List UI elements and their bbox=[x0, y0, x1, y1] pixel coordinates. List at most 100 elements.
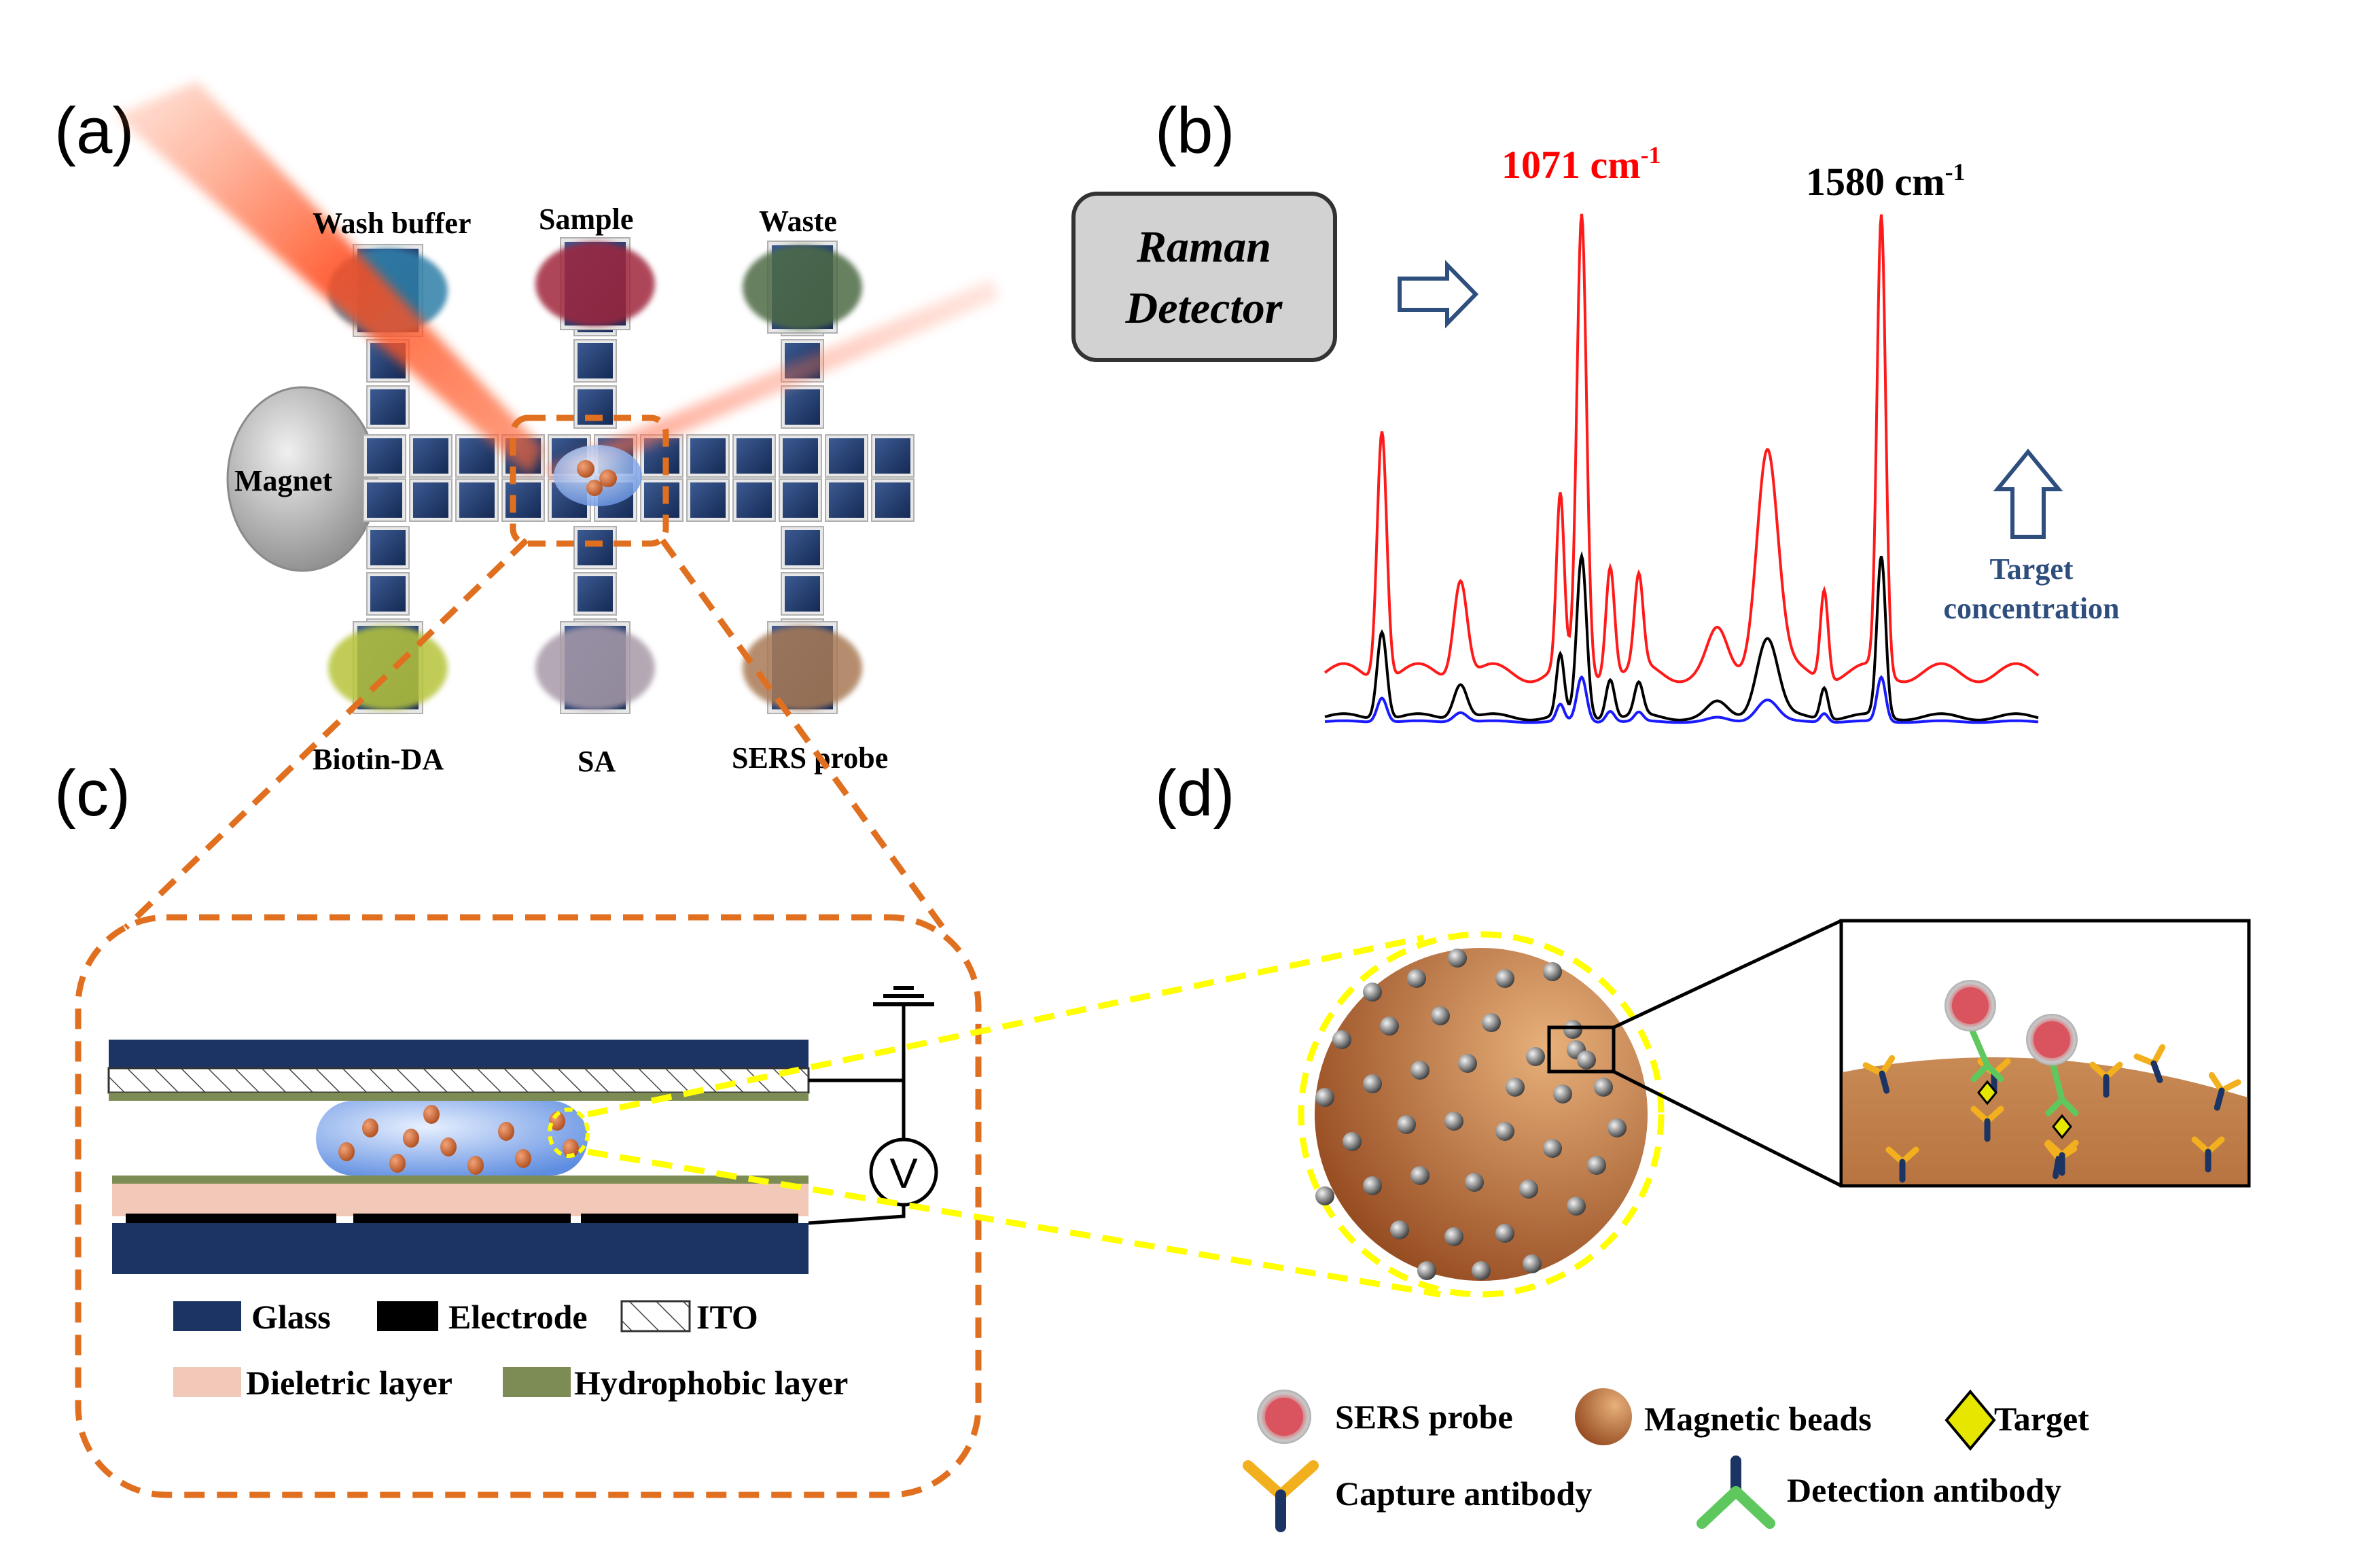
electrode-pad bbox=[409, 478, 452, 522]
legend-ito: ITO bbox=[696, 1298, 758, 1336]
dielectric-layer bbox=[112, 1184, 809, 1216]
gold-nanoparticle bbox=[1417, 1261, 1436, 1280]
droplet-bead bbox=[467, 1156, 484, 1175]
concentration-label-line2: concentration bbox=[1943, 592, 2119, 625]
gold-nanoparticle bbox=[1472, 1261, 1491, 1280]
capture-antibody bbox=[2133, 1044, 2166, 1083]
electrode-pad bbox=[640, 478, 683, 522]
reservoir-sample bbox=[535, 237, 655, 330]
cross-section: V bbox=[107, 986, 938, 1274]
electrode-pad bbox=[686, 478, 730, 522]
zoom-line-right bbox=[660, 538, 951, 936]
capture-antibody bbox=[2191, 1136, 2225, 1173]
capture-antibody-icon bbox=[1243, 1460, 1319, 1532]
bead-zoom-line-top bbox=[587, 934, 1424, 1118]
electrode-pad bbox=[871, 478, 914, 522]
droplet-bead bbox=[403, 1129, 419, 1148]
spectrum-high-concentration bbox=[1324, 213, 2040, 684]
gold-nanoparticle bbox=[1444, 1112, 1463, 1131]
raman-detector: Raman Detector bbox=[1071, 192, 1337, 362]
capture-antibody bbox=[1862, 1055, 1896, 1094]
electrode-pad bbox=[366, 385, 410, 429]
gold-nanoparticle bbox=[1543, 1139, 1562, 1158]
dmf-chip: Magnet bbox=[116, 82, 999, 714]
ground-symbol bbox=[873, 986, 934, 1006]
gold-nanoparticle bbox=[1506, 1078, 1525, 1097]
gold-nanoparticle bbox=[1315, 1186, 1334, 1205]
target-icon bbox=[1944, 1389, 1996, 1451]
legend-sers-probe: SERS probe bbox=[1335, 1398, 1513, 1436]
target-molecule bbox=[1977, 1080, 1997, 1106]
capture-antibody bbox=[2208, 1072, 2241, 1111]
bead-surface bbox=[1843, 1057, 2248, 1184]
droplet-bead bbox=[440, 1137, 457, 1156]
inset-antibodies bbox=[1862, 980, 2241, 1183]
concentration-label-line1: Target bbox=[1989, 552, 2073, 586]
bottom-glass bbox=[112, 1223, 809, 1274]
gold-nanoparticle bbox=[1380, 1017, 1399, 1036]
electrode-pad bbox=[363, 434, 406, 478]
gold-nanoparticle bbox=[1495, 1122, 1514, 1141]
gold-nanoparticle bbox=[1407, 969, 1426, 988]
capture-antibody bbox=[1885, 1146, 1919, 1183]
zoom-line-left bbox=[123, 537, 529, 930]
raman-spectra bbox=[1324, 213, 2040, 724]
electrode-pad bbox=[781, 385, 824, 429]
bottom-hydrophobic bbox=[112, 1176, 809, 1184]
gold-nanoparticle bbox=[1363, 1074, 1382, 1093]
electrode-pad bbox=[363, 478, 406, 522]
droplet-bead bbox=[563, 1139, 579, 1158]
gold-nanoparticle bbox=[1465, 1173, 1484, 1192]
droplet-bead bbox=[423, 1105, 440, 1124]
electrode-pad bbox=[779, 478, 822, 522]
voltmeter-label: V bbox=[889, 1150, 918, 1197]
capture-antibody bbox=[2089, 1061, 2123, 1098]
electrode-pad bbox=[732, 478, 776, 522]
electrode-pad bbox=[781, 526, 824, 569]
laser-beam-incident bbox=[116, 82, 544, 476]
sers-probe bbox=[1944, 980, 1996, 1031]
cross-section-legend: Glass Electrode ITO Dieletric layer Hydr… bbox=[173, 1298, 848, 1402]
electrode-pad bbox=[573, 526, 617, 569]
detector-line2: Detector bbox=[1125, 283, 1283, 333]
legend-detection-antibody: Detection antibody bbox=[1787, 1471, 2061, 1509]
electrode-pad bbox=[501, 478, 545, 522]
bead-halo bbox=[1298, 931, 1665, 1298]
bead-zoom-box bbox=[1547, 1025, 1616, 1074]
gold-nanoparticle bbox=[1567, 1197, 1586, 1216]
zoom-box bbox=[510, 414, 669, 547]
legend-swatch-glass bbox=[173, 1301, 241, 1331]
electrode-pad bbox=[732, 434, 776, 478]
target-molecule bbox=[2052, 1114, 2072, 1140]
droplet-bead bbox=[389, 1154, 406, 1173]
gold-nanoparticle bbox=[1519, 1180, 1538, 1199]
gold-nanoparticle bbox=[1410, 1061, 1429, 1080]
top-hydrophobic bbox=[109, 1093, 809, 1101]
bead-nanoparticles bbox=[1315, 949, 1627, 1280]
detector-line1: Raman bbox=[1136, 222, 1271, 272]
legend-hydrophobic: Hydrophobic layer bbox=[574, 1364, 848, 1402]
droplet-bead bbox=[515, 1149, 531, 1168]
electrode-pad bbox=[573, 385, 617, 429]
gold-nanoparticle bbox=[1594, 1078, 1613, 1097]
droplet-bead bbox=[498, 1122, 514, 1141]
gold-nanoparticle bbox=[1431, 1006, 1450, 1025]
electrode-pad bbox=[455, 478, 499, 522]
detector-box bbox=[1071, 192, 1337, 362]
panel-label-a: (a) bbox=[54, 94, 134, 167]
reservoir-sers-probe bbox=[743, 621, 862, 714]
legend-magnetic-beads: Magnetic beads bbox=[1644, 1400, 1872, 1438]
legend-glass: Glass bbox=[251, 1298, 331, 1336]
laser-beam-scattered bbox=[544, 279, 999, 482]
electrode-pad bbox=[366, 572, 410, 616]
capture-antibody bbox=[1970, 1106, 2004, 1142]
gold-nanoparticle bbox=[1343, 1132, 1362, 1151]
wire-bottom bbox=[808, 1205, 906, 1225]
electrode-pad bbox=[825, 434, 868, 478]
electrode-pad bbox=[409, 434, 452, 478]
electrode-pad bbox=[686, 434, 730, 478]
magnetic-bead bbox=[1315, 948, 1648, 1281]
surface-inset bbox=[1839, 919, 2251, 1188]
electrode-pad bbox=[573, 339, 617, 383]
